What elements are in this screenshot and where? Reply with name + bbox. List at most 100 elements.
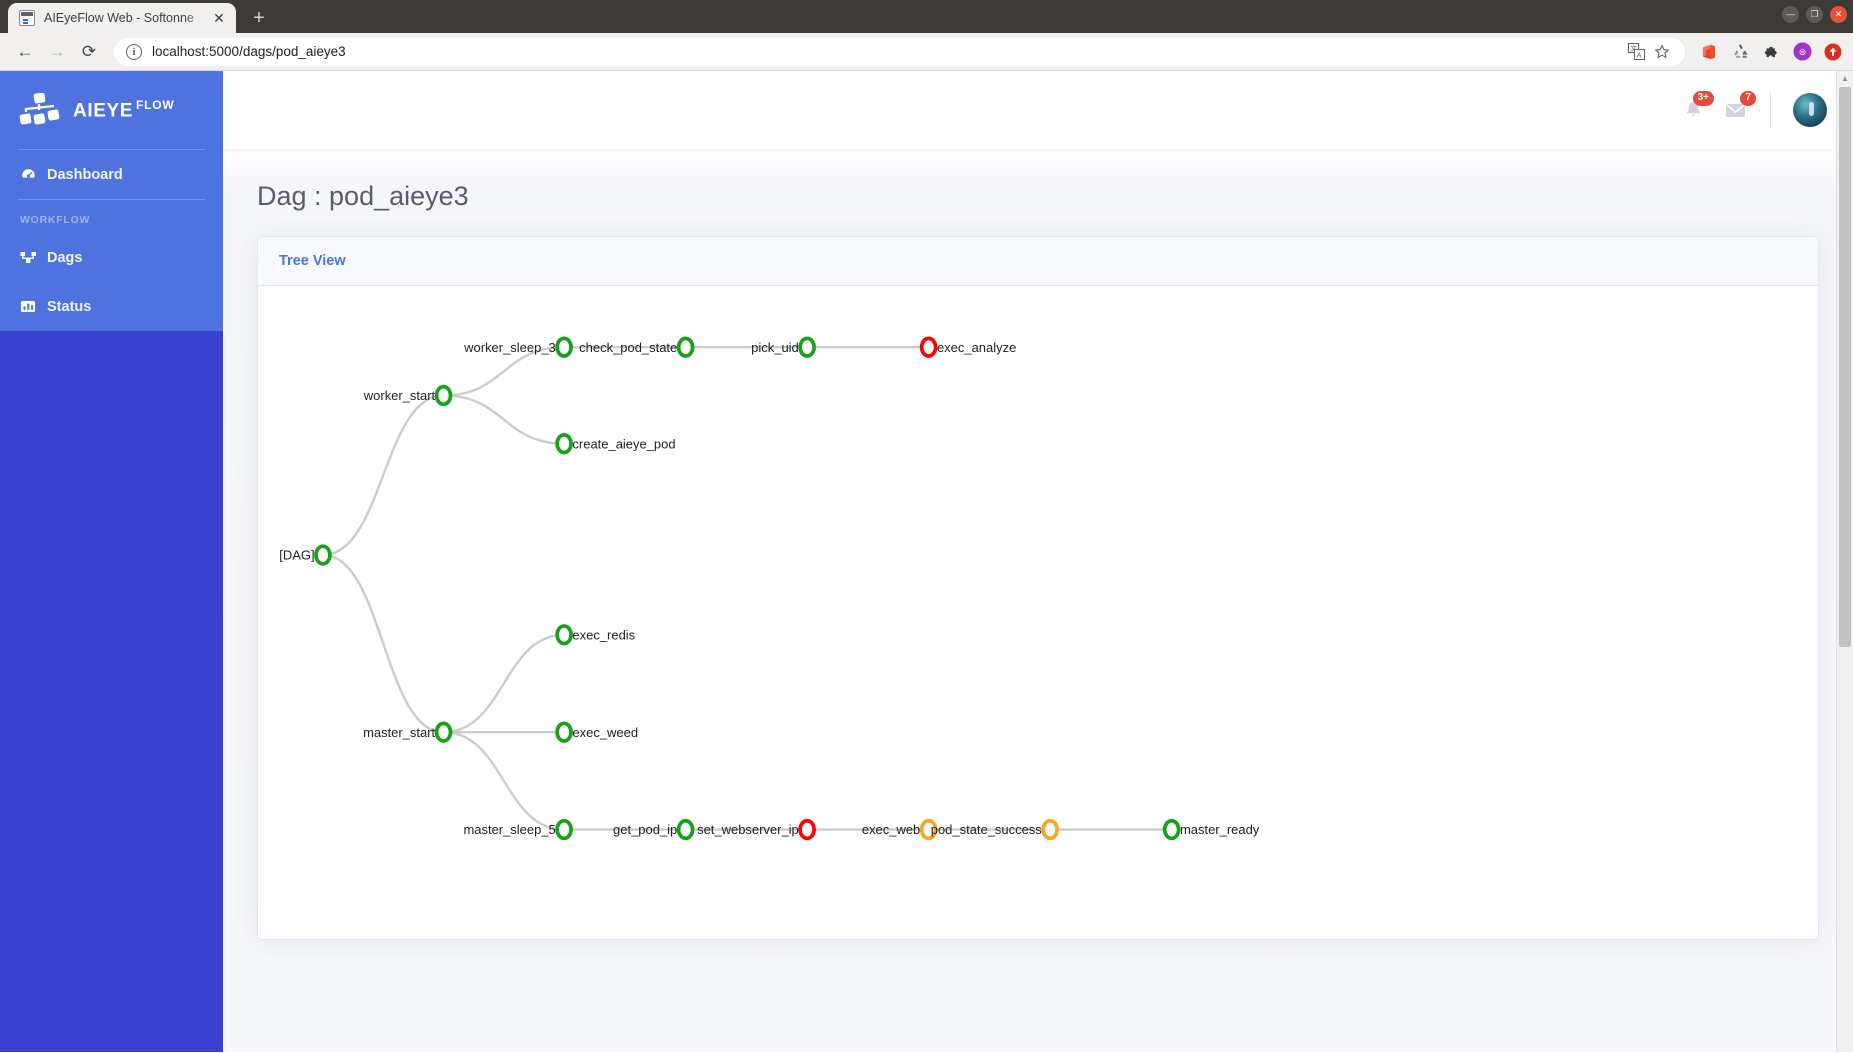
tree-node-circle-red[interactable] [798, 818, 816, 841]
tree-node-label: pod_state_success [931, 822, 1043, 837]
tree-node-circle-green[interactable] [1162, 818, 1181, 841]
tree-node-circle-green[interactable] [555, 624, 573, 646]
card-header: Tree View [258, 237, 1818, 286]
tree-node-circle-green[interactable] [555, 818, 573, 841]
profile-icon[interactable]: ⊜ [1792, 42, 1812, 62]
tree-node-exec_web[interactable]: exec_web [862, 818, 938, 841]
tree-node-circle-green[interactable] [676, 818, 695, 841]
scroll-up-arrow[interactable]: ▲ [1841, 73, 1849, 83]
tree-node-pick_uid[interactable]: pick_uid [751, 336, 816, 358]
tree-node-worker_sleep_3[interactable]: worker_sleep_3 [463, 336, 573, 358]
terminal-icon [19, 10, 35, 26]
messages-button[interactable]: 7 [1714, 89, 1756, 131]
minimize-button[interactable]: — [1782, 6, 1799, 23]
scrollbar-thumb[interactable] [1839, 87, 1851, 647]
svg-text:A: A [1636, 51, 1641, 60]
topbar: 3+ 7 [223, 71, 1853, 149]
tree-node-master_start[interactable]: master_start [363, 721, 453, 743]
envelope-icon [1725, 104, 1745, 117]
dag-tree-graph[interactable]: [DAG] worker_start worker_sleep_3 check_pod… [258, 286, 1818, 939]
puzzle-icon[interactable] [1761, 42, 1781, 62]
sidebar-item-status[interactable]: Status [0, 282, 223, 331]
sidebar-divider-bottom [18, 199, 205, 200]
topbar-divider [1770, 91, 1771, 129]
tree-node-set_webserver_ip[interactable]: set_webserver_ip [697, 818, 816, 841]
new-tab-button[interactable]: + [253, 7, 265, 29]
tree-node-circle-orange[interactable] [1041, 818, 1059, 841]
tree-node-label: master_start [363, 725, 435, 740]
page-scrollbar[interactable]: ▲ [1836, 71, 1853, 1052]
reload-icon[interactable]: ⟳ [81, 42, 97, 61]
tree-node-exec_weed[interactable]: exec_weed [555, 721, 638, 743]
tree-node-label: pick_uid [751, 340, 799, 355]
tree-node-circle-green[interactable] [676, 336, 695, 358]
browser-tab[interactable]: AIEyeFlow Web - Softonne ✕ [8, 3, 236, 33]
tree-node-circle-green[interactable] [314, 544, 332, 566]
card-title: Tree View [279, 253, 346, 269]
window-close-button[interactable]: ✕ [1830, 6, 1847, 23]
tree-node-dag[interactable]: [DAG] [279, 544, 332, 566]
tree-node-label: create_aieye_pod [572, 436, 675, 451]
tree-node-circle-green[interactable] [555, 336, 573, 358]
tree-node-get_pod_ip[interactable]: get_pod_ip [613, 818, 695, 841]
site-info-icon[interactable]: i [126, 43, 142, 60]
project-diagram-icon [20, 249, 37, 266]
tree-node-circle-green[interactable] [434, 384, 453, 407]
browser-toolbar: ← → ⟳ i localhost:5000/dags/pod_aieye3 文… [0, 33, 1853, 71]
tree-view-card: Tree View [DAG] worker_start worker_sleep_… [257, 236, 1819, 940]
tree-edge [443, 633, 565, 734]
tree-node-label: set_webserver_ip [697, 822, 799, 837]
card-body: [DAG] worker_start worker_sleep_3 check_pod… [258, 286, 1818, 939]
bookmark-star-icon[interactable] [1649, 43, 1675, 60]
tree-node-master_sleep_5[interactable]: master_sleep_5 [463, 818, 573, 841]
tree-node-circle-green[interactable] [555, 433, 573, 455]
tree-node-label: exec_web [862, 822, 920, 837]
tree-node-master_ready[interactable]: master_ready [1162, 818, 1260, 841]
tree-node-circle-orange[interactable] [919, 818, 938, 841]
tree-node-circle-green[interactable] [434, 721, 453, 743]
tree-node-circle-red[interactable] [919, 336, 938, 358]
sidebar-item-dashboard[interactable]: Dashboard [0, 150, 223, 199]
url-text: localhost:5000/dags/pod_aieye3 [152, 44, 346, 59]
tree-node-check_pod_state[interactable]: check_pod_state [579, 336, 695, 358]
sidebar-item-label: Dashboard [47, 166, 123, 183]
edge-layer [322, 346, 1172, 831]
tree-node-circle-green[interactable] [798, 336, 816, 358]
tachometer-icon [20, 166, 37, 183]
tree-node-label: worker_start [363, 388, 436, 403]
notifications-button[interactable]: 3+ [1672, 89, 1714, 131]
close-icon[interactable]: ✕ [213, 10, 225, 26]
tree-node-worker_start[interactable]: worker_start [363, 384, 453, 407]
extension-icons: ⊜ [1693, 42, 1843, 62]
notification-badge: 3+ [1692, 91, 1714, 106]
node-layer: [DAG] worker_start worker_sleep_3 check_pod… [279, 336, 1260, 841]
tree-node-label: master_ready [1180, 822, 1260, 837]
sidebar-item-dags[interactable]: Dags [0, 233, 223, 282]
tree-node-circle-green[interactable] [555, 721, 573, 743]
message-badge: 7 [1740, 91, 1756, 106]
tree-node-label: exec_redis [572, 627, 635, 642]
tree-node-exec_analyze[interactable]: exec_analyze [919, 336, 1017, 358]
avatar[interactable] [1793, 93, 1827, 127]
back-icon[interactable]: ← [16, 42, 34, 61]
maximize-button[interactable]: ❐ [1806, 6, 1823, 23]
window-controls: — ❐ ✕ [1782, 6, 1847, 23]
forward-icon[interactable]: → [48, 42, 66, 61]
chart-bar-icon [20, 298, 37, 315]
tree-edge [443, 394, 565, 445]
recycle-icon[interactable] [1730, 42, 1750, 62]
tree-node-pod_state_success[interactable]: pod_state_success [931, 818, 1059, 841]
sidebar-item-label: Dags [47, 249, 83, 266]
sidebar-divider-top [18, 149, 205, 150]
office-icon[interactable] [1699, 42, 1719, 62]
tree-node-exec_redis[interactable]: exec_redis [555, 624, 636, 646]
tree-node-label: exec_analyze [937, 340, 1016, 355]
update-icon[interactable] [1823, 42, 1843, 62]
tree-node-create_aieye_pod[interactable]: create_aieye_pod [555, 433, 676, 455]
